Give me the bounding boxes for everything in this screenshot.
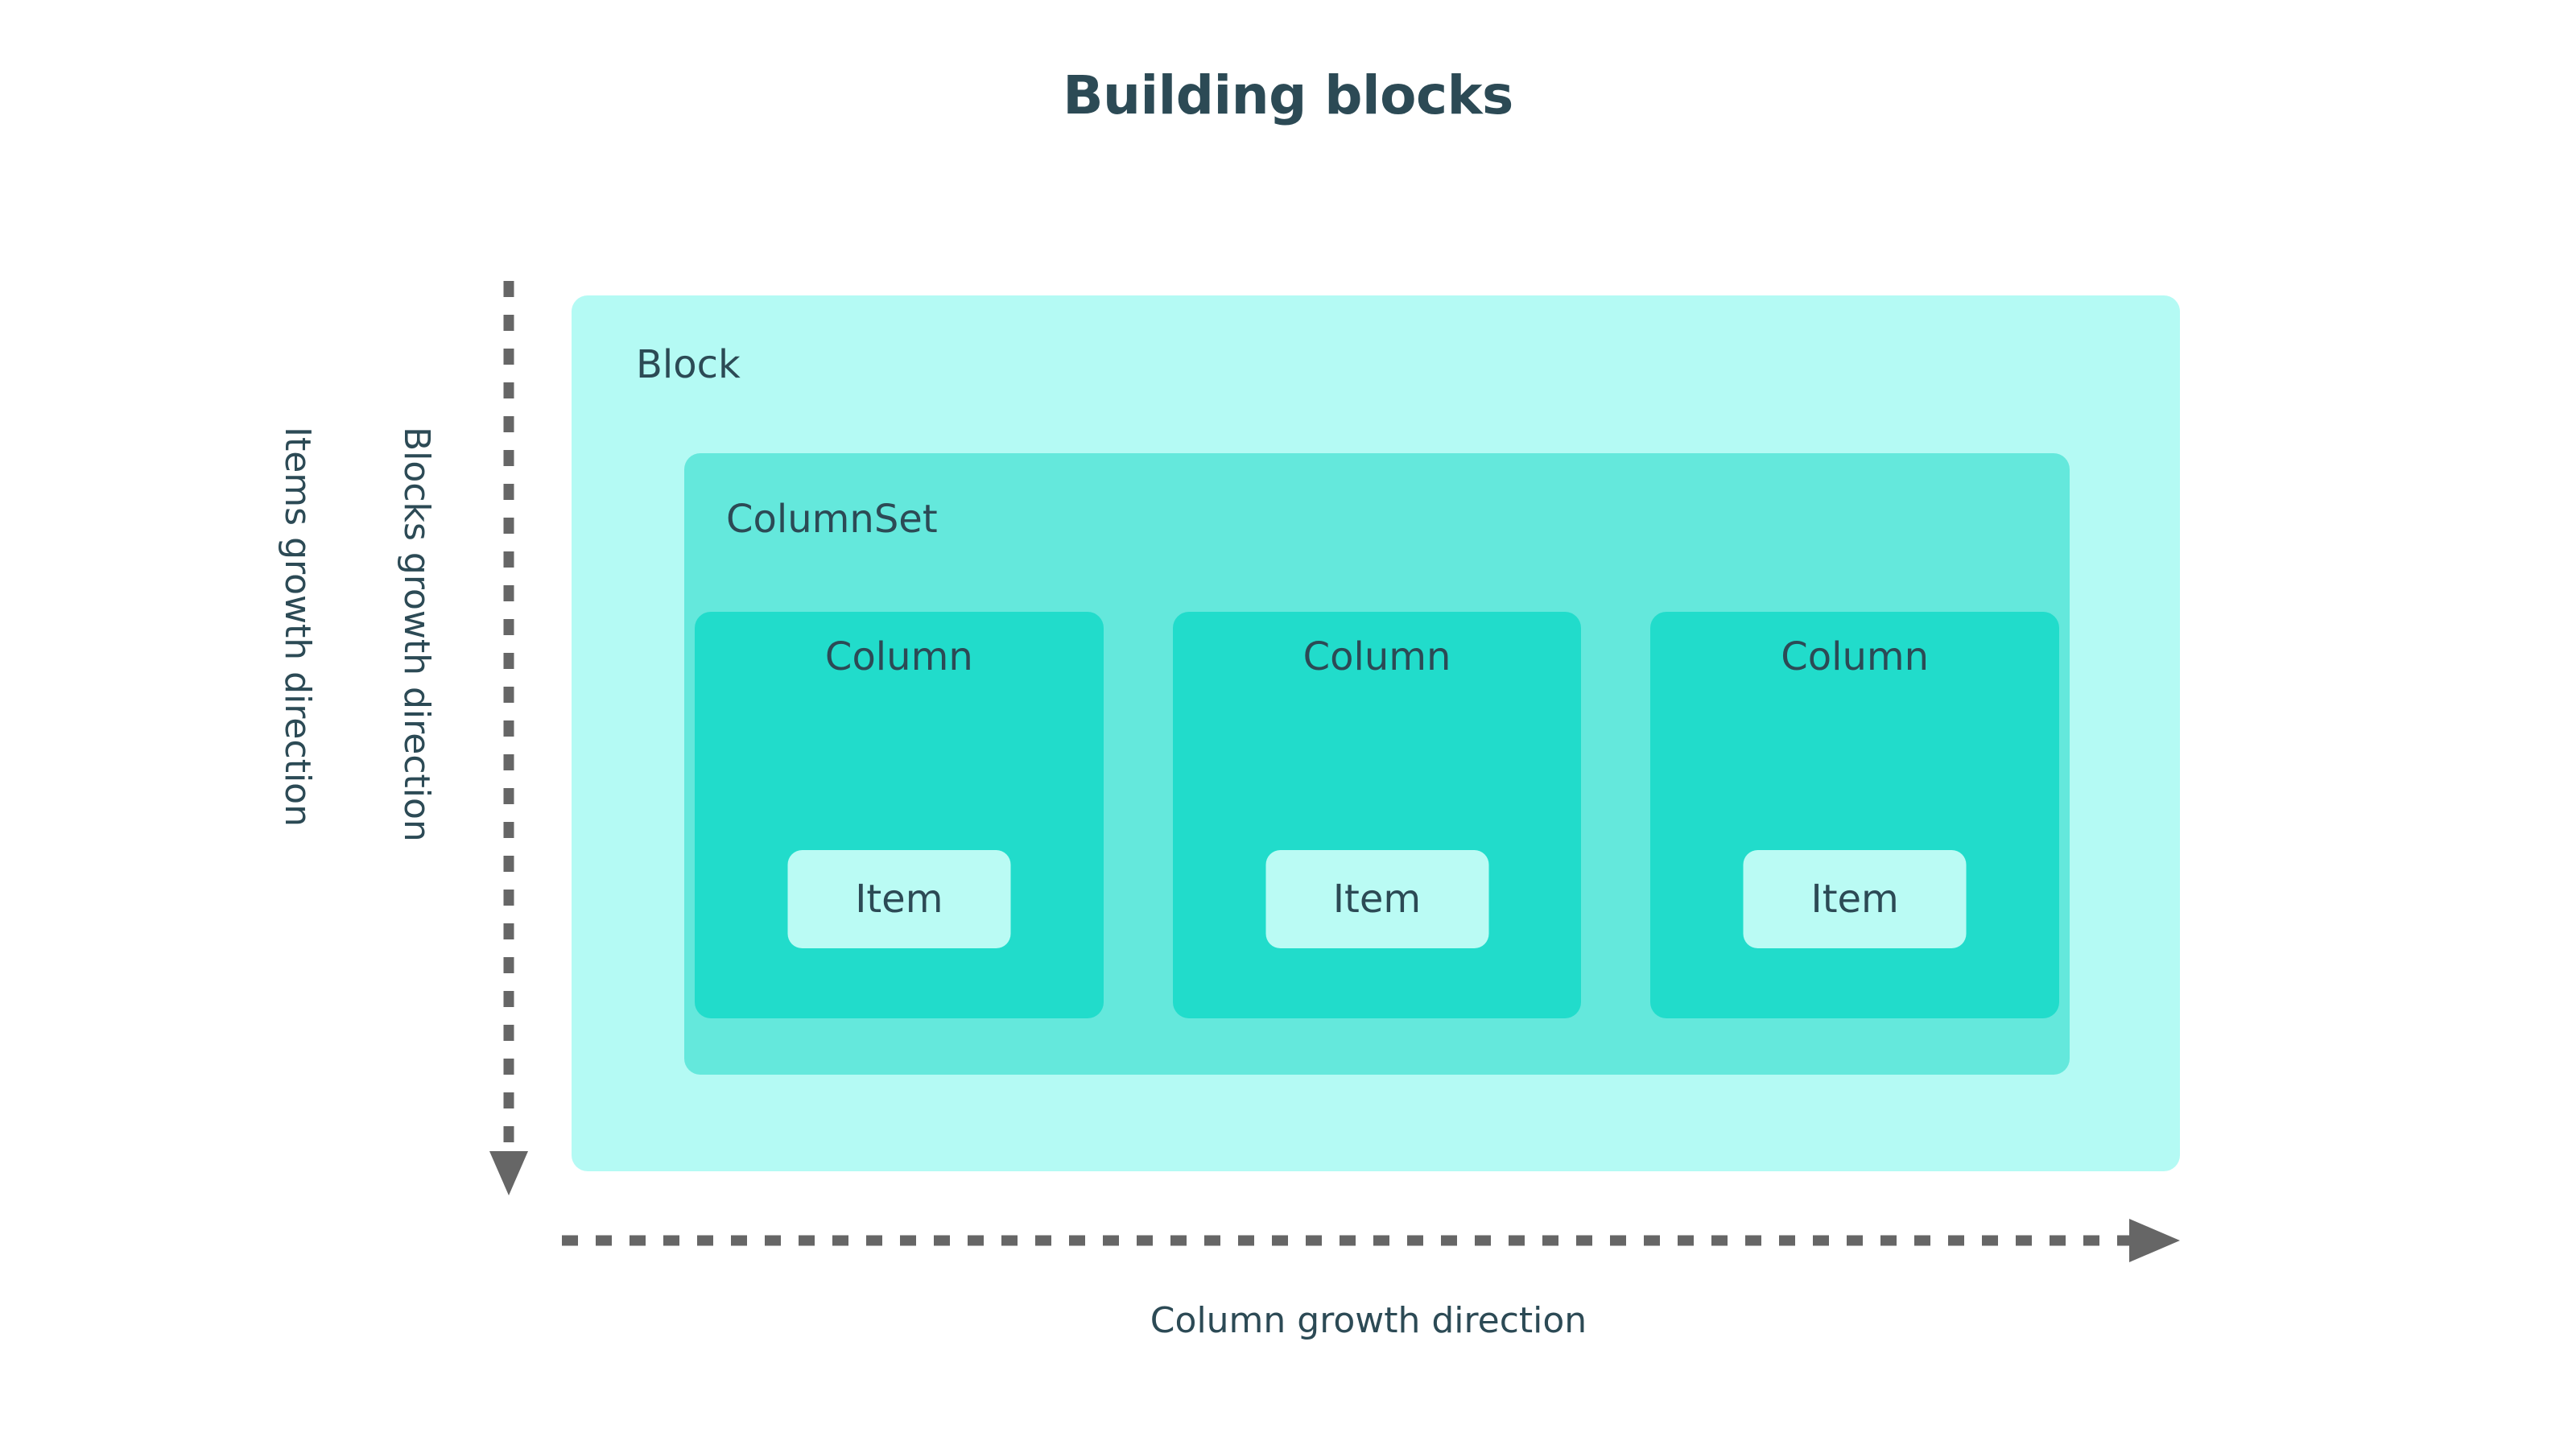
columns-row: Column Item Column Item Column Item xyxy=(695,612,2060,1018)
items-growth-direction-label: Items growth direction xyxy=(277,427,318,827)
item-box-3[interactable]: Item xyxy=(1743,850,1967,948)
item-box-1[interactable]: Item xyxy=(787,850,1011,948)
item-label-3: Item xyxy=(1810,877,1899,922)
item-label-2: Item xyxy=(1332,877,1422,922)
item-box-2[interactable]: Item xyxy=(1265,850,1488,948)
column-label-1: Column xyxy=(824,634,973,679)
column-growth-direction-label: Column growth direction xyxy=(1150,1300,1587,1341)
column-container-2[interactable]: Column Item xyxy=(1172,612,1582,1018)
columnset-container[interactable]: ColumnSet Column Item Column Item Column xyxy=(684,453,2070,1075)
columnset-label: ColumnSet xyxy=(726,497,938,542)
block-label: Block xyxy=(636,342,741,387)
column-container-1[interactable]: Column Item xyxy=(695,612,1104,1018)
page-title: Building blocks xyxy=(1063,64,1513,126)
blocks-growth-direction-label: Blocks growth direction xyxy=(396,427,437,842)
block-container[interactable]: Block ColumnSet Column Item Column Item xyxy=(572,295,2180,1171)
item-label-1: Item xyxy=(855,877,943,922)
column-growth-arrow-icon xyxy=(562,1219,2180,1262)
blocks-growth-arrow-icon xyxy=(489,281,528,1195)
column-container-3[interactable]: Column Item xyxy=(1650,612,2060,1018)
column-label-2: Column xyxy=(1302,634,1451,679)
column-label-3: Column xyxy=(1781,634,1930,679)
